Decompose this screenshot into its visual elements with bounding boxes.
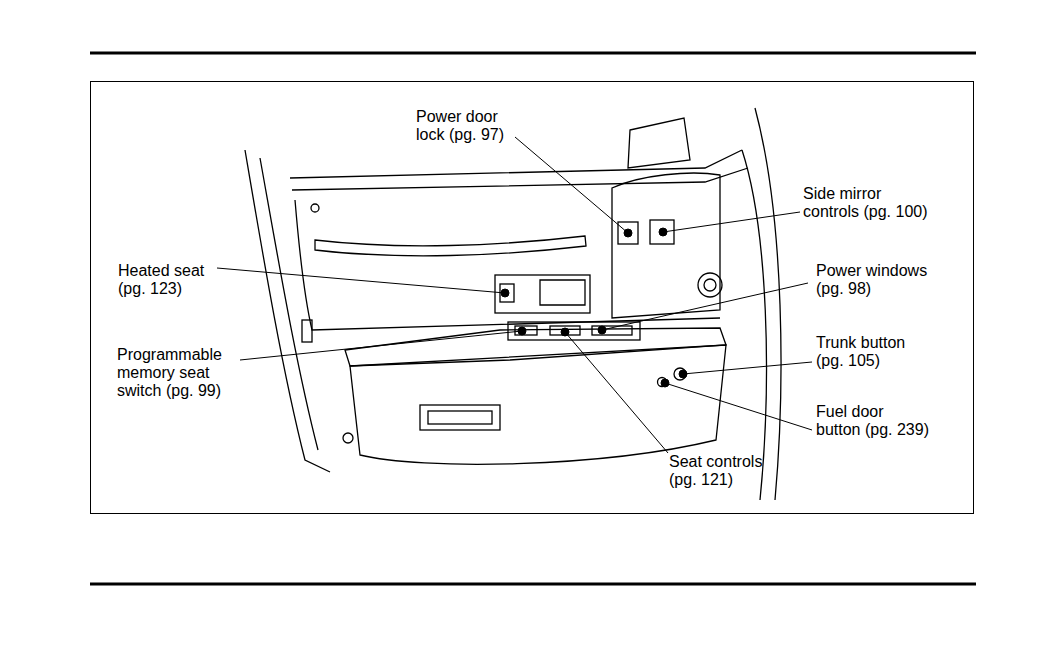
door-trim: [260, 158, 318, 450]
leader-line: [240, 331, 522, 360]
callout-label: Seat controls (pg. 121): [669, 453, 779, 489]
heated-seat-switch: [500, 284, 514, 302]
door-latch: [302, 320, 312, 342]
callout-label: Fuel door button (pg. 239): [816, 403, 931, 439]
leader-dot: [598, 326, 606, 334]
window-sill-inner: [292, 168, 748, 190]
trunk-button: [674, 368, 686, 380]
lock-switch: [618, 222, 638, 244]
door-edge: [245, 150, 330, 472]
callout-label: Trunk button (pg. 105): [816, 334, 921, 370]
leader-line: [217, 268, 505, 293]
bottom-rule: [90, 583, 976, 586]
armrest: [345, 328, 726, 366]
leader-dot: [624, 229, 632, 237]
door-screw: [343, 433, 353, 443]
mirror-panel: [612, 173, 720, 318]
leader-lines: [217, 137, 812, 453]
b-pillar: [742, 150, 766, 500]
frame-border: [91, 82, 974, 514]
leader-dot: [518, 327, 526, 335]
leader-line: [683, 362, 812, 374]
leader-line: [665, 383, 812, 430]
leader-line: [602, 283, 808, 330]
leader-dot: [659, 228, 667, 236]
leader-line: [663, 212, 800, 232]
b-pillar-outer: [755, 108, 781, 500]
leader-dot: [679, 370, 687, 378]
leader-dot: [561, 328, 569, 336]
speaker-center: [704, 279, 716, 291]
seat-switch: [550, 326, 580, 335]
memory-switch: [515, 326, 537, 335]
callout-label: Power door lock (pg. 97): [416, 108, 516, 144]
leader-dot: [661, 379, 669, 387]
door-handle: [540, 280, 585, 305]
callout-label: Side mirror controls (pg. 100): [803, 185, 933, 221]
door-drawing: [245, 108, 781, 500]
pull-handle: [315, 236, 586, 256]
speaker: [698, 273, 722, 297]
handle-recess: [495, 275, 590, 313]
switch-panel: [508, 322, 640, 340]
mirror-switch: [650, 220, 674, 244]
pocket-inner: [428, 411, 492, 424]
callout-label: Programmable memory seat switch (pg. 99): [117, 346, 229, 400]
top-rule: [90, 52, 976, 55]
door-pocket: [420, 405, 500, 430]
leader-line: [515, 137, 628, 233]
callout-label: Power windows (pg. 98): [816, 262, 936, 298]
side-mirror: [628, 118, 690, 168]
door-screw: [311, 204, 319, 212]
leader-dot: [501, 289, 509, 297]
upper-panel: [295, 200, 720, 330]
leader-line: [565, 332, 668, 453]
callout-label: Heated seat (pg. 123): [118, 262, 218, 298]
lower-panel: [350, 345, 726, 464]
